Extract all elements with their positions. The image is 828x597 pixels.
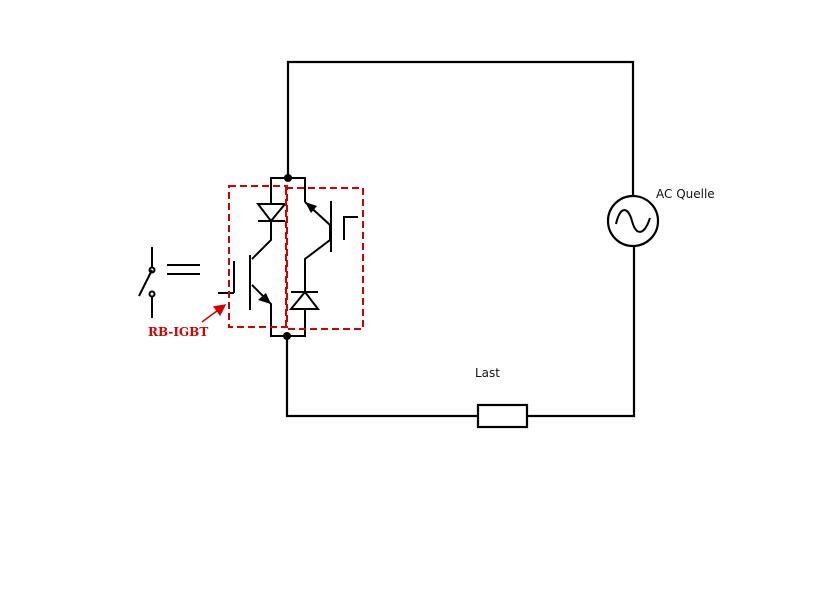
- igbt-icon: [218, 255, 271, 310]
- node-top: [284, 174, 292, 182]
- equivalence-icon: [167, 264, 200, 275]
- wire-top: [286, 60, 635, 200]
- igbt-icon: [305, 201, 358, 252]
- device-wiring: [251, 177, 331, 337]
- device-pointer-arrow: [201, 304, 227, 323]
- igbt-highlight-left: [228, 185, 288, 328]
- resistor-icon: [476, 403, 529, 429]
- diode-icon: [288, 290, 321, 310]
- wire-bottom: [285, 243, 636, 418]
- ac-source-icon: [606, 194, 660, 248]
- load-label: Last: [475, 366, 500, 380]
- igbt-highlight-right: [285, 187, 364, 330]
- source-label: AC Quelle: [656, 187, 715, 201]
- diode-icon: [255, 203, 288, 223]
- switch-icon: [138, 247, 156, 318]
- device-label: RB-IGBT: [148, 325, 208, 339]
- node-bottom: [283, 332, 291, 340]
